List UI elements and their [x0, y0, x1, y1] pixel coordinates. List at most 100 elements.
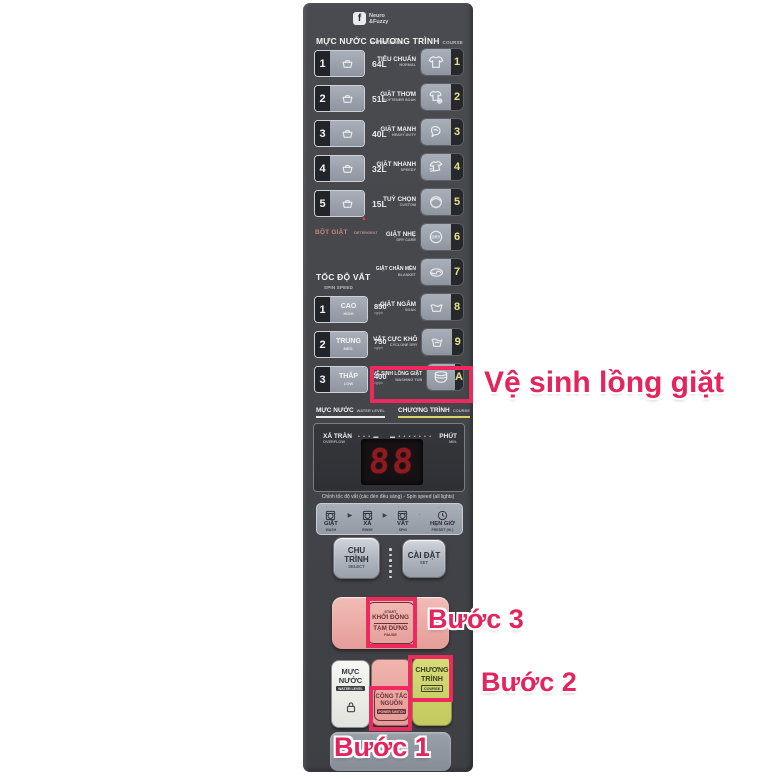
display-digits: 88	[367, 442, 417, 482]
washer-icon	[397, 510, 408, 521]
course-number: 5	[451, 189, 463, 215]
washer-control-panel: f Neuro &Fuzzy MỰC NƯỚC WATER LEVEL CHƯƠ…	[303, 3, 473, 772]
course-key-5[interactable]: 5	[420, 188, 464, 216]
course-label: TUỲ CHỌN CUSTOM	[383, 196, 416, 207]
seven-segment-display: 88	[361, 439, 423, 485]
course-key-7[interactable]: 7	[420, 258, 464, 286]
detergent-arrow-icon: ▲	[361, 216, 367, 222]
spin-speed-number: 3	[315, 367, 330, 392]
water-level-list: 1 64L 2 51L 3 40L 4 32L 5 15L	[314, 50, 387, 217]
step-separator-dot: ·	[418, 512, 421, 518]
course-row: GIẶT CHĂN MỀN BLANKET 7	[373, 258, 464, 286]
course-row: TUỲ CHỌN CUSTOM 5	[373, 188, 464, 216]
spin-speed-key-3[interactable]: 3 THẤP LOW	[314, 366, 368, 393]
course-row: VẮT CỰC KHÔ CYCLONE DRY 9	[373, 328, 464, 356]
spin-speed-key-1[interactable]: 1 CAO HIGH	[314, 296, 368, 323]
course-row: GIẶT NHANH SPEEDY 4	[373, 153, 464, 181]
select-button[interactable]: CHU TRÌNH SELECT	[333, 537, 380, 579]
spin-speed-row: 2 TRUNG MED. 750 vg/ph	[314, 331, 387, 358]
spin-speed-number: 1	[315, 297, 330, 322]
highlight-box-course	[408, 655, 453, 702]
progress-step: · · VẮT SPIN	[396, 505, 409, 533]
indicator-dots: · ·	[397, 505, 408, 510]
course-number: 8	[451, 294, 463, 320]
tub-icon	[340, 91, 355, 106]
water-level-value: 64L	[372, 58, 387, 69]
arrow-right-icon: ▶	[347, 513, 353, 519]
spin-speed-list: 1 CAO HIGH 850 vg/ph 2 TRUNG MED. 750 vg…	[314, 296, 387, 393]
shirt-icon	[428, 54, 444, 70]
water-level-value: 51L	[372, 93, 387, 104]
spin-speed-header: TỐC ĐỘ VẮT SPIN SPEED	[316, 272, 371, 290]
course-label: GIẶT NGÂM SOAK	[379, 301, 416, 312]
course-button[interactable]: CHƯƠNG TRÌNH COURSE	[412, 657, 452, 726]
course-row: TIÊU CHUẨN NORMAL 1	[373, 48, 464, 76]
water-level-header: MỰC NƯỚC WATER LEVEL	[316, 36, 404, 46]
course-number: 7	[451, 259, 463, 285]
shirt-speed-icon	[428, 159, 444, 175]
course-number: 1	[451, 49, 463, 75]
agitator-icon	[428, 124, 444, 140]
course-number: 3	[451, 119, 463, 145]
spin-speed-value: 850 vg/ph	[374, 302, 387, 316]
course-row: GIẶT MẠNH HEAVY DUTY 3	[373, 118, 464, 146]
logo-text: Neuro &Fuzzy	[369, 12, 389, 25]
course-key-6[interactable]: DRY 6	[420, 223, 464, 251]
spin-speed-note: Chỉnh tốc độ vắt (các đèn đều sáng) - Sp…	[321, 494, 455, 500]
water-level-number: 4	[315, 156, 330, 181]
course-key-8[interactable]: 8	[420, 293, 464, 321]
face-icon	[428, 194, 444, 210]
water-level-key-2[interactable]: 2	[314, 85, 365, 112]
indicator-dots: · ·	[362, 505, 373, 510]
svg-text:DRY: DRY	[432, 235, 441, 240]
course-key-1[interactable]: 1	[420, 48, 464, 76]
course-label: VẮT CỰC KHÔ CYCLONE DRY	[373, 336, 418, 347]
label-divider	[373, 622, 408, 624]
highlight-box-power	[369, 686, 412, 731]
course-key-2[interactable]: 2	[420, 83, 464, 111]
spin-speed-value: 400 vg/ph	[374, 372, 387, 386]
water-level-key-1[interactable]: 1	[314, 50, 365, 77]
water-level-row: 1 64L	[314, 50, 387, 77]
water-level-row: 4 32L	[314, 155, 387, 182]
course-row: GIẶT THƠM SOFTENER SOAK 2	[373, 83, 464, 111]
course-label: GIẶT CHĂN MỀN BLANKET	[375, 266, 416, 277]
set-button[interactable]: CÀI ĐẶT SET	[402, 539, 446, 578]
washer-icon	[362, 510, 373, 521]
water-level-number: 1	[315, 51, 330, 76]
progress-step: · · GIẶT WASH	[324, 505, 338, 533]
spin-speed-key-2[interactable]: 2 TRUNG MED.	[314, 331, 368, 358]
water-level-row: 2 51L	[314, 85, 387, 112]
blanket-icon	[428, 265, 445, 280]
course-key-3[interactable]: 3	[420, 118, 464, 146]
tub-clean-icon	[433, 369, 449, 385]
water-level-value: 32L	[372, 163, 387, 174]
minute-led-dots: ▬ • • • • • • •	[390, 434, 432, 440]
shirt-flower-icon	[428, 89, 444, 105]
display-course-header: CHƯƠNG TRÌNH COURSE	[398, 407, 470, 418]
water-level-key-4[interactable]: 4	[314, 155, 365, 182]
progress-step: · · HẸN GIỜ PRESET (Hr.)	[430, 505, 455, 533]
neuro-fuzzy-icon: f	[353, 12, 366, 25]
course-key-4[interactable]: 4	[420, 153, 464, 181]
divider-dots	[389, 548, 392, 578]
course-key-9[interactable]: 9	[421, 328, 464, 356]
water-level-button[interactable]: MỰC NƯỚC WATER LEVEL	[331, 660, 370, 728]
course-header: CHƯƠNG TRÌNH COURSE	[369, 36, 463, 46]
brand-logo: f Neuro &Fuzzy	[353, 12, 388, 25]
water-level-value: 40L	[372, 128, 387, 139]
water-level-key-3[interactable]: 3	[314, 120, 365, 147]
course-row: GIẶT NGÂM SOAK 8	[373, 293, 464, 321]
highlight-box-start	[366, 597, 417, 648]
dry-icon: DRY	[428, 229, 444, 245]
tub-icon	[340, 196, 355, 211]
course-label: GIẶT THƠM SOFTENER SOAK	[380, 91, 416, 102]
soak-icon	[428, 300, 445, 315]
indicator-dots: · ·	[326, 505, 336, 510]
minute-label: PHÚT MIN.	[439, 433, 457, 444]
water-level-key-5[interactable]: 5	[314, 190, 365, 217]
course-number: 6	[451, 224, 463, 250]
water-level-value: 15L	[372, 198, 387, 209]
lock-icon	[346, 702, 355, 713]
